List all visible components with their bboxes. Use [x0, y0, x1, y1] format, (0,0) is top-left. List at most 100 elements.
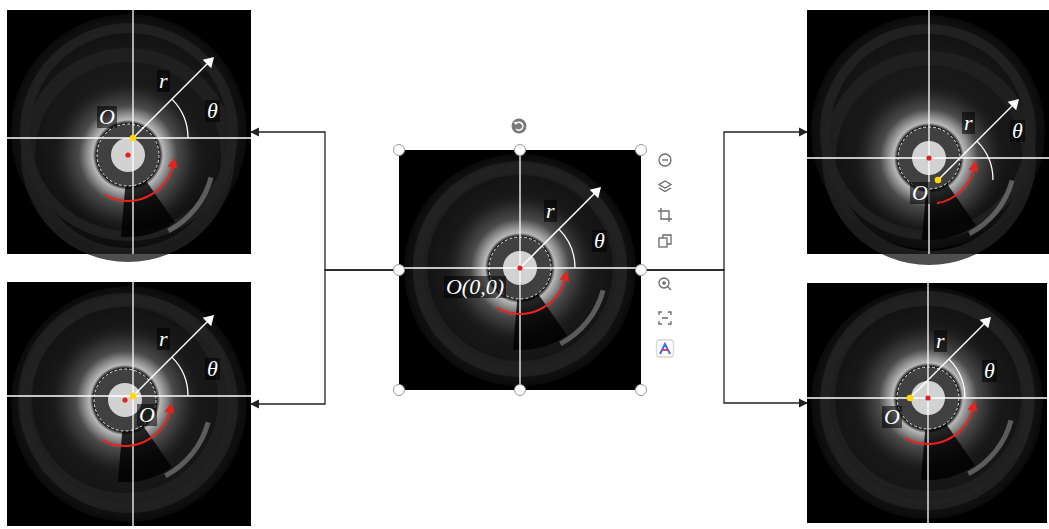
axis-line	[927, 283, 928, 523]
angle-label: θ	[205, 358, 220, 380]
radius-arrow	[133, 62, 209, 138]
radius-arrowhead	[1008, 99, 1019, 110]
origin-label: O	[97, 106, 117, 128]
origin-label: O	[882, 406, 902, 428]
origin-dot	[130, 393, 137, 400]
image-background	[399, 150, 641, 390]
copy-icon	[659, 238, 667, 247]
connector-arrow	[251, 270, 399, 404]
handle	[394, 265, 405, 276]
radius-label: r	[157, 328, 170, 350]
axis-line	[7, 137, 251, 138]
plaque-crescent	[168, 177, 211, 231]
zoom-icon-handle	[662, 281, 671, 290]
oct-image-panel: r θO	[807, 283, 1047, 523]
radius-arrowhead	[590, 187, 601, 198]
origin-dot	[907, 395, 914, 402]
rotation-arrowhead	[168, 158, 178, 169]
oct-image	[807, 283, 1047, 523]
connector-arrow	[641, 132, 807, 270]
image-background	[807, 283, 1047, 523]
radius-label: r	[934, 330, 947, 352]
plaque-crescent	[560, 290, 603, 344]
angle-arc	[977, 141, 993, 180]
angle-label: θ	[205, 100, 220, 122]
app-icon-mark	[660, 344, 670, 354]
radius-label: r	[157, 70, 170, 92]
rotation-arrowhead	[969, 161, 979, 172]
rotate-handle-arc	[516, 122, 523, 130]
angle-label: θ	[1010, 120, 1025, 142]
catheter-center-dot	[122, 397, 127, 402]
crop-icon	[658, 208, 672, 222]
image-background	[7, 10, 251, 254]
origin-label: O	[910, 182, 930, 204]
catheter-outline	[94, 369, 156, 431]
oct-image	[7, 10, 251, 255]
axis-line	[132, 10, 133, 254]
radius-arrow	[520, 192, 596, 268]
tissue-texture	[28, 55, 228, 255]
rotation-arrowhead	[968, 401, 978, 412]
handle	[515, 145, 526, 156]
rotation-arrow	[105, 165, 173, 201]
oct-image-panel: r θO	[7, 282, 251, 526]
minus-icon	[659, 154, 671, 166]
angle-arc	[172, 99, 188, 138]
angle-arc	[172, 357, 188, 396]
angle-label: θ	[592, 230, 607, 252]
angle-arc	[949, 359, 965, 398]
handle	[636, 265, 647, 276]
rotation-arrow	[102, 410, 170, 446]
connector-arrow	[251, 132, 399, 270]
axis-line	[7, 395, 251, 396]
oct-image-panel: rθO	[807, 10, 1049, 254]
angle-label: θ	[982, 360, 997, 382]
angle-arc	[559, 229, 575, 268]
rotation-arrowhead	[165, 403, 175, 414]
axis-line	[132, 282, 133, 526]
radius-arrowhead	[980, 317, 991, 328]
handle	[636, 385, 647, 396]
oct-image-panel: r θ O	[7, 10, 251, 254]
handle	[515, 385, 526, 396]
catheter-core	[111, 138, 145, 172]
minus-icon-bar	[662, 159, 668, 160]
layers-icon	[659, 181, 671, 192]
origin-label: O(0,0)	[444, 276, 506, 298]
radius-arrow	[938, 104, 1014, 180]
app-icon-mark2	[662, 349, 668, 351]
plaque-crescent	[165, 422, 208, 476]
radius-arrowhead	[203, 315, 214, 326]
catheter-outline	[97, 124, 159, 186]
catheter-sheath	[94, 369, 156, 431]
handle	[394, 385, 405, 396]
origin-label: O	[137, 404, 157, 426]
rotation-arrow	[497, 278, 565, 314]
image-background	[7, 282, 251, 526]
selection-handles	[394, 145, 647, 396]
plaque-crescent	[968, 420, 1011, 474]
handle	[394, 145, 405, 156]
catheter-center-dot	[125, 152, 130, 157]
catheter-center-dot	[926, 155, 931, 160]
tissue-texture	[25, 300, 225, 500]
oct-image-panel: r θO(0,0)	[399, 150, 641, 390]
catheter-sheath	[97, 124, 159, 186]
rotation-arrow	[905, 408, 973, 444]
axis-line	[928, 10, 929, 254]
radius-label: r	[544, 200, 557, 222]
radius-arrowhead	[203, 57, 214, 68]
oct-image	[7, 282, 251, 526]
toolbar	[657, 154, 674, 357]
copy-icon-back	[663, 235, 671, 244]
rotate-handle	[512, 119, 527, 134]
catheter-center-dot	[925, 395, 930, 400]
rotate-handle-bg	[512, 119, 527, 134]
rotate-handle-tip	[514, 122, 517, 125]
radius-arrow	[133, 320, 209, 396]
catheter-center-dot	[517, 265, 522, 270]
connector-arrow	[641, 270, 807, 403]
scan-field	[811, 287, 1043, 519]
rotation-arrow	[937, 168, 974, 204]
